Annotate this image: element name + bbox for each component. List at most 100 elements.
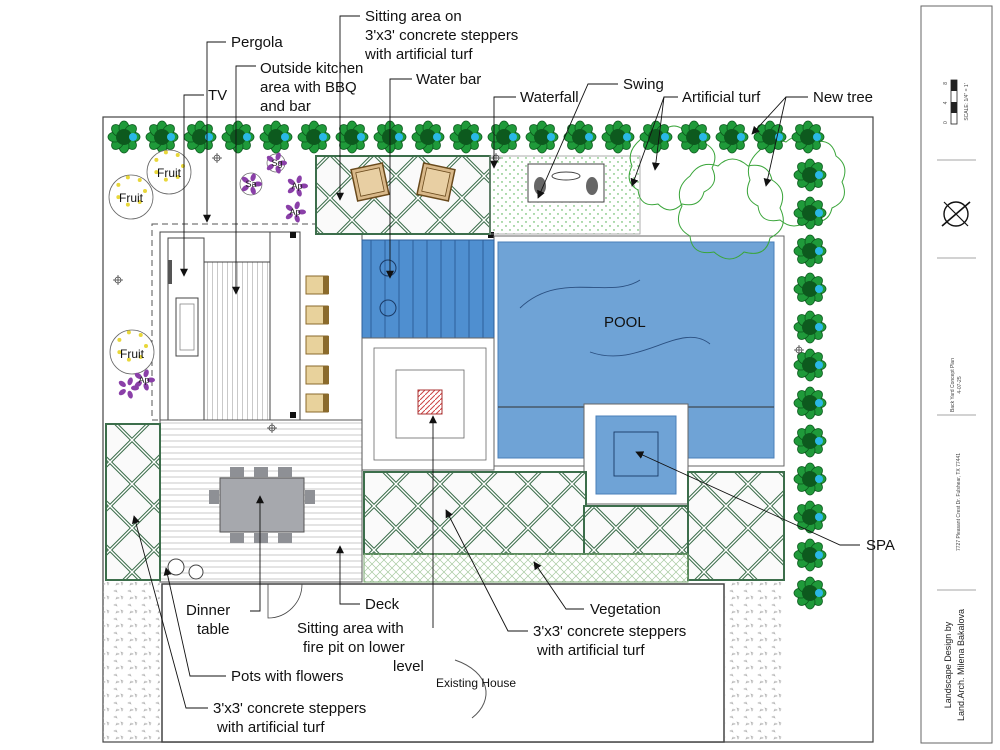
plant-code-ap: Ap: [291, 181, 302, 191]
flower-petal: [254, 181, 262, 187]
label-pergola: Pergola: [231, 34, 283, 51]
flower-petal: [250, 186, 256, 195]
spa: [595, 415, 677, 495]
label-dinner-2: table: [197, 621, 230, 638]
fruit-dot: [138, 333, 143, 338]
door-swing: [267, 583, 303, 619]
shrub-icon: [715, 120, 749, 154]
tv-screen: [168, 260, 172, 284]
flower-clusters: [118, 152, 308, 399]
existing-house: [161, 583, 725, 743]
label-pots: Pots with flowers: [231, 668, 344, 685]
house-entry-curve: [454, 659, 487, 719]
side-gravel-strip-left: [103, 582, 160, 742]
label-kitchen-1: Outside kitchen: [260, 60, 363, 77]
shrub-icon: [793, 196, 827, 230]
flower-petal: [241, 185, 249, 192]
steppers-left: [105, 423, 161, 581]
flower-petal: [275, 165, 281, 174]
fruit-label: Fruit: [157, 166, 182, 180]
plant-code-sg: Sg: [271, 158, 282, 168]
shrub-icon: [259, 120, 293, 154]
flower-petal: [287, 178, 295, 185]
shrub-icon: [677, 120, 711, 154]
flower-petal: [279, 160, 287, 166]
north-arrow-icon: [941, 201, 971, 227]
shrub-icon: [487, 120, 521, 154]
flower-petal: [134, 372, 142, 379]
flower-pot: [167, 558, 185, 576]
fruit-dot: [126, 357, 131, 362]
pool-water-ripple: [519, 279, 641, 309]
label-spa: SPA: [866, 537, 895, 554]
label-artificial-turf: Artificial turf: [682, 89, 761, 106]
title-block: [920, 5, 993, 744]
label-existing-house: Existing House: [436, 676, 516, 690]
sitting-area-steppers: [315, 155, 491, 235]
flower-petal: [143, 369, 149, 378]
steppers-side: [687, 471, 785, 581]
label-kitchen-2: area with BBQ: [260, 79, 357, 96]
dinner-chairs: [209, 467, 315, 543]
shrub-icon: [793, 462, 827, 496]
shrub-icon: [793, 576, 827, 610]
shrub-icon: [601, 120, 635, 154]
bbq-grill: [175, 297, 199, 357]
flower-petal: [294, 201, 300, 210]
spa-inner: [613, 431, 659, 477]
flower-petal: [285, 213, 293, 220]
fruit-dot: [126, 330, 131, 335]
shrub-icon: [221, 120, 255, 154]
plan-title: Back Yard Concept Plan: [950, 358, 956, 412]
shrub-icon: [793, 272, 827, 306]
shrub-icon: [793, 500, 827, 534]
label-waterfall: Waterfall: [520, 89, 579, 106]
fruit-dot: [125, 175, 130, 180]
label-sitting-2: 3'x3' concrete steppers: [365, 27, 518, 44]
label-vegetation: Vegetation: [590, 601, 661, 618]
fruit-dot: [154, 170, 159, 175]
shrub-icon: [411, 120, 445, 154]
shrub-icon: [145, 120, 179, 154]
designer-line-1: Landscape Design by: [943, 621, 953, 708]
shrub-icon: [525, 120, 559, 154]
shrub-icon: [297, 120, 331, 154]
flower-pot: [188, 564, 204, 580]
steppers-right: [363, 471, 587, 555]
shrub-icon: [793, 310, 827, 344]
flower-petal: [275, 152, 281, 161]
label-sitting-1: Sitting area on: [365, 8, 462, 25]
bar-counter: [269, 231, 301, 421]
fruit-dot: [117, 350, 122, 355]
callout-labels: Pergola TV Outside kitchen area with BBQ…: [186, 8, 895, 736]
shrub-icon: [791, 120, 825, 154]
label-deck: Deck: [365, 596, 400, 613]
shrub-icon: [335, 120, 369, 154]
side-gravel-strip-right: [725, 582, 785, 742]
water-bar-seat: [379, 299, 397, 317]
fruit-dot: [175, 153, 180, 158]
fruit-dot: [117, 337, 122, 342]
label-steppers-left-2: with artificial turf: [216, 719, 325, 736]
flower-petal: [127, 390, 133, 399]
shrub-icon: [793, 158, 827, 192]
label-steppers-right-2: with artificial turf: [536, 642, 645, 659]
fruit-dot: [137, 178, 142, 183]
label-water-bar: Water bar: [416, 71, 481, 88]
fruit-dot: [116, 182, 121, 187]
label-steppers-left-1: 3'x3' concrete steppers: [213, 700, 366, 717]
fruit-dot: [125, 202, 130, 207]
fruit-dot: [116, 195, 121, 200]
shrub-icon: [793, 234, 827, 268]
label-fire-pit-2: fire pit on lower: [303, 639, 405, 656]
fruit-label: Fruit: [119, 191, 144, 205]
leader-lines: [131, 15, 860, 709]
label-pool: POOL: [604, 314, 646, 331]
survey-markers: [113, 153, 804, 433]
flower-petal: [241, 176, 249, 183]
shrub-icon: [793, 348, 827, 382]
scale-tick-4: 4: [943, 101, 949, 104]
scale-tick-8: 8: [943, 82, 949, 85]
shrub-icon: [563, 120, 597, 154]
flower-petal: [266, 164, 274, 171]
